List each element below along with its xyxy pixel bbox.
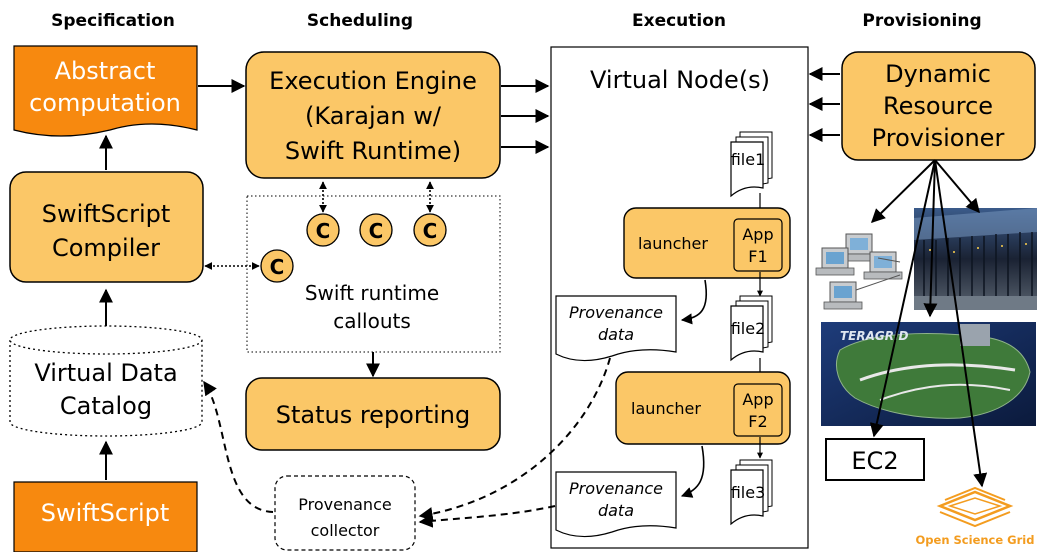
file3-icon [730,459,773,526]
workstation-cluster-icon [815,233,903,310]
file1-icon [730,131,773,198]
file1-label: file1 [731,150,766,169]
execution-engine-box [245,51,501,179]
provenance-collector-box [274,475,416,551]
teragrid-map-image: TERAGRID [821,322,1036,426]
callout-circle-1: C [306,213,340,247]
abstract-computation-label-1: Abstract [55,57,156,85]
callout-symbol: C [369,219,384,243]
engine-label-3: Swift Runtime) [285,137,461,165]
app-f2-label-1: App [742,390,773,409]
compiler-label-1: SwiftScript [42,200,171,228]
engine-label-1: Execution Engine [269,67,477,95]
app-f2-box [733,383,783,437]
provenance-data-2-label-1: Provenance [569,479,663,498]
provisioner-label-2: Resource [883,92,993,120]
launcher2-to-provenance-arrow [680,445,705,498]
ec2-label: EC2 [851,447,898,475]
callouts-label-2: callouts [333,309,411,333]
callouts-label-1: Swift runtime [305,281,439,305]
abstract-computation-label-2: computation [29,89,181,117]
provisioner-to-teragrid-arrow [923,159,938,318]
provenance-data-2-shape [555,471,677,538]
app-f1-label-1: App [742,225,773,244]
provenance1-to-collector-arrow [418,357,611,521]
virtual-data-catalog [9,325,203,437]
swiftscript-shape [13,481,198,552]
collector-label-2: collector [311,521,380,540]
virtual-nodes-label: Virtual Node(s) [590,66,770,94]
callout-symbol: C [316,219,331,243]
provisioner-to-ec2-arrow [869,159,936,438]
collector-label-1: Provenance [298,495,391,514]
catalog-label-2: Catalog [60,392,152,420]
swiftscript-compiler-box [9,171,204,283]
provenance-data-1-label-1: Provenance [569,303,663,322]
launcher-2-label: launcher [631,399,701,418]
provisioner-label-1: Dynamic [885,60,991,88]
status-reporting-label: Status reporting [276,401,471,429]
header-provisioning: Provisioning [862,11,981,31]
provenance2-to-collector-arrow [418,505,556,528]
collector-to-catalog-arrow [203,380,274,513]
file2-icon [730,295,773,362]
status-reporting-box [245,377,501,451]
launcher1-to-provenance-arrow [680,279,707,325]
open-science-grid-logo [936,486,1014,528]
app-f1-box [733,218,783,272]
callout-symbol: C [423,219,438,243]
teragrid-logo-text: TERAGRID [840,329,908,343]
callout-symbol: C [270,255,285,279]
ec2-box [825,438,925,481]
provisioner-to-osg-arrow [934,159,988,488]
provisioner-label-3: Provisioner [872,124,1005,152]
app-f2-label-2: F2 [748,412,767,431]
file3-label: file3 [731,483,766,502]
callouts-container [246,195,501,353]
dynamic-resource-provisioner-box [841,51,1036,161]
provisioner-to-workstations-arrow [871,159,936,223]
osg-label: Open Science Grid [916,533,1035,547]
compiler-label-2: Compiler [52,234,160,262]
callout-circle-3: C [413,213,447,247]
abstract-computation-shape [13,45,198,137]
launcher-1-label: launcher [638,234,708,253]
provisioner-to-rack-arrow [934,159,980,214]
callout-circle-2: C [359,213,393,247]
provenance-data-1-shape [555,295,677,362]
swiftscript-label: SwiftScript [41,499,170,527]
file2-label: file2 [731,319,766,338]
header-execution: Execution [632,11,726,31]
callout-circle-4: C [260,249,294,283]
header-specification: Specification [51,11,175,31]
catalog-label-1: Virtual Data [34,359,177,387]
provenance-data-1-label-2: data [598,325,634,344]
engine-label-2: (Karajan w/ [305,102,442,130]
app-f1-label-2: F1 [748,247,767,266]
header-scheduling: Scheduling [307,11,413,31]
provenance-data-2-label-2: data [598,501,634,520]
